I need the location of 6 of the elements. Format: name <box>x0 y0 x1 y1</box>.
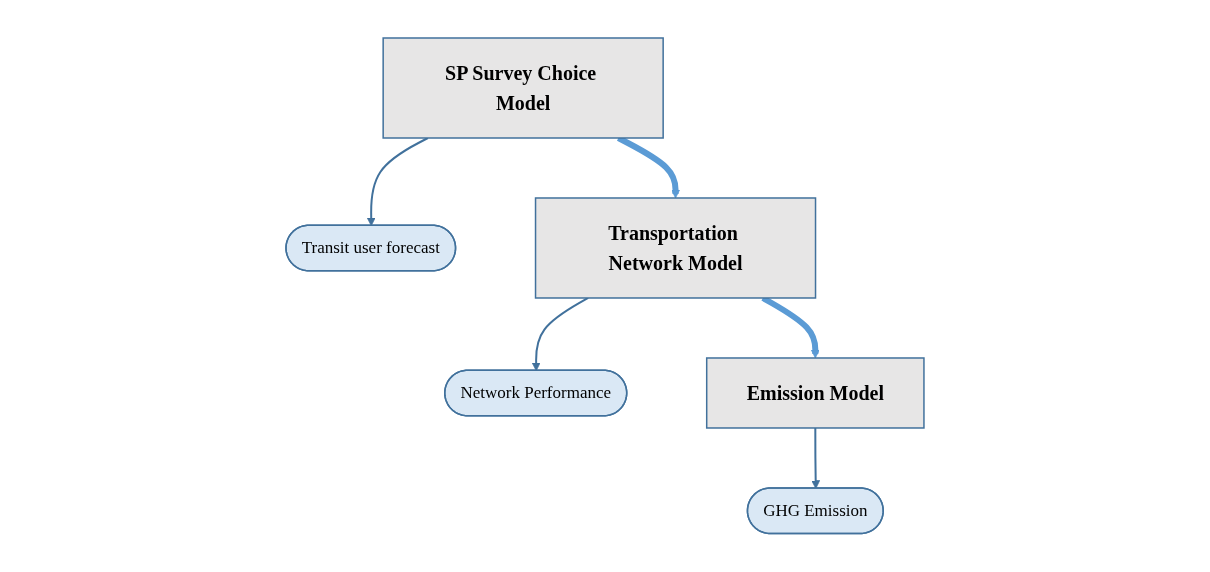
arrow <box>366 137 429 227</box>
arrow <box>531 297 590 372</box>
node-box: Emission Model <box>705 357 925 429</box>
node-box: SP Survey Choice Model <box>382 37 664 139</box>
node-box: Transportation Network Model <box>534 197 817 299</box>
arrow <box>811 427 821 490</box>
